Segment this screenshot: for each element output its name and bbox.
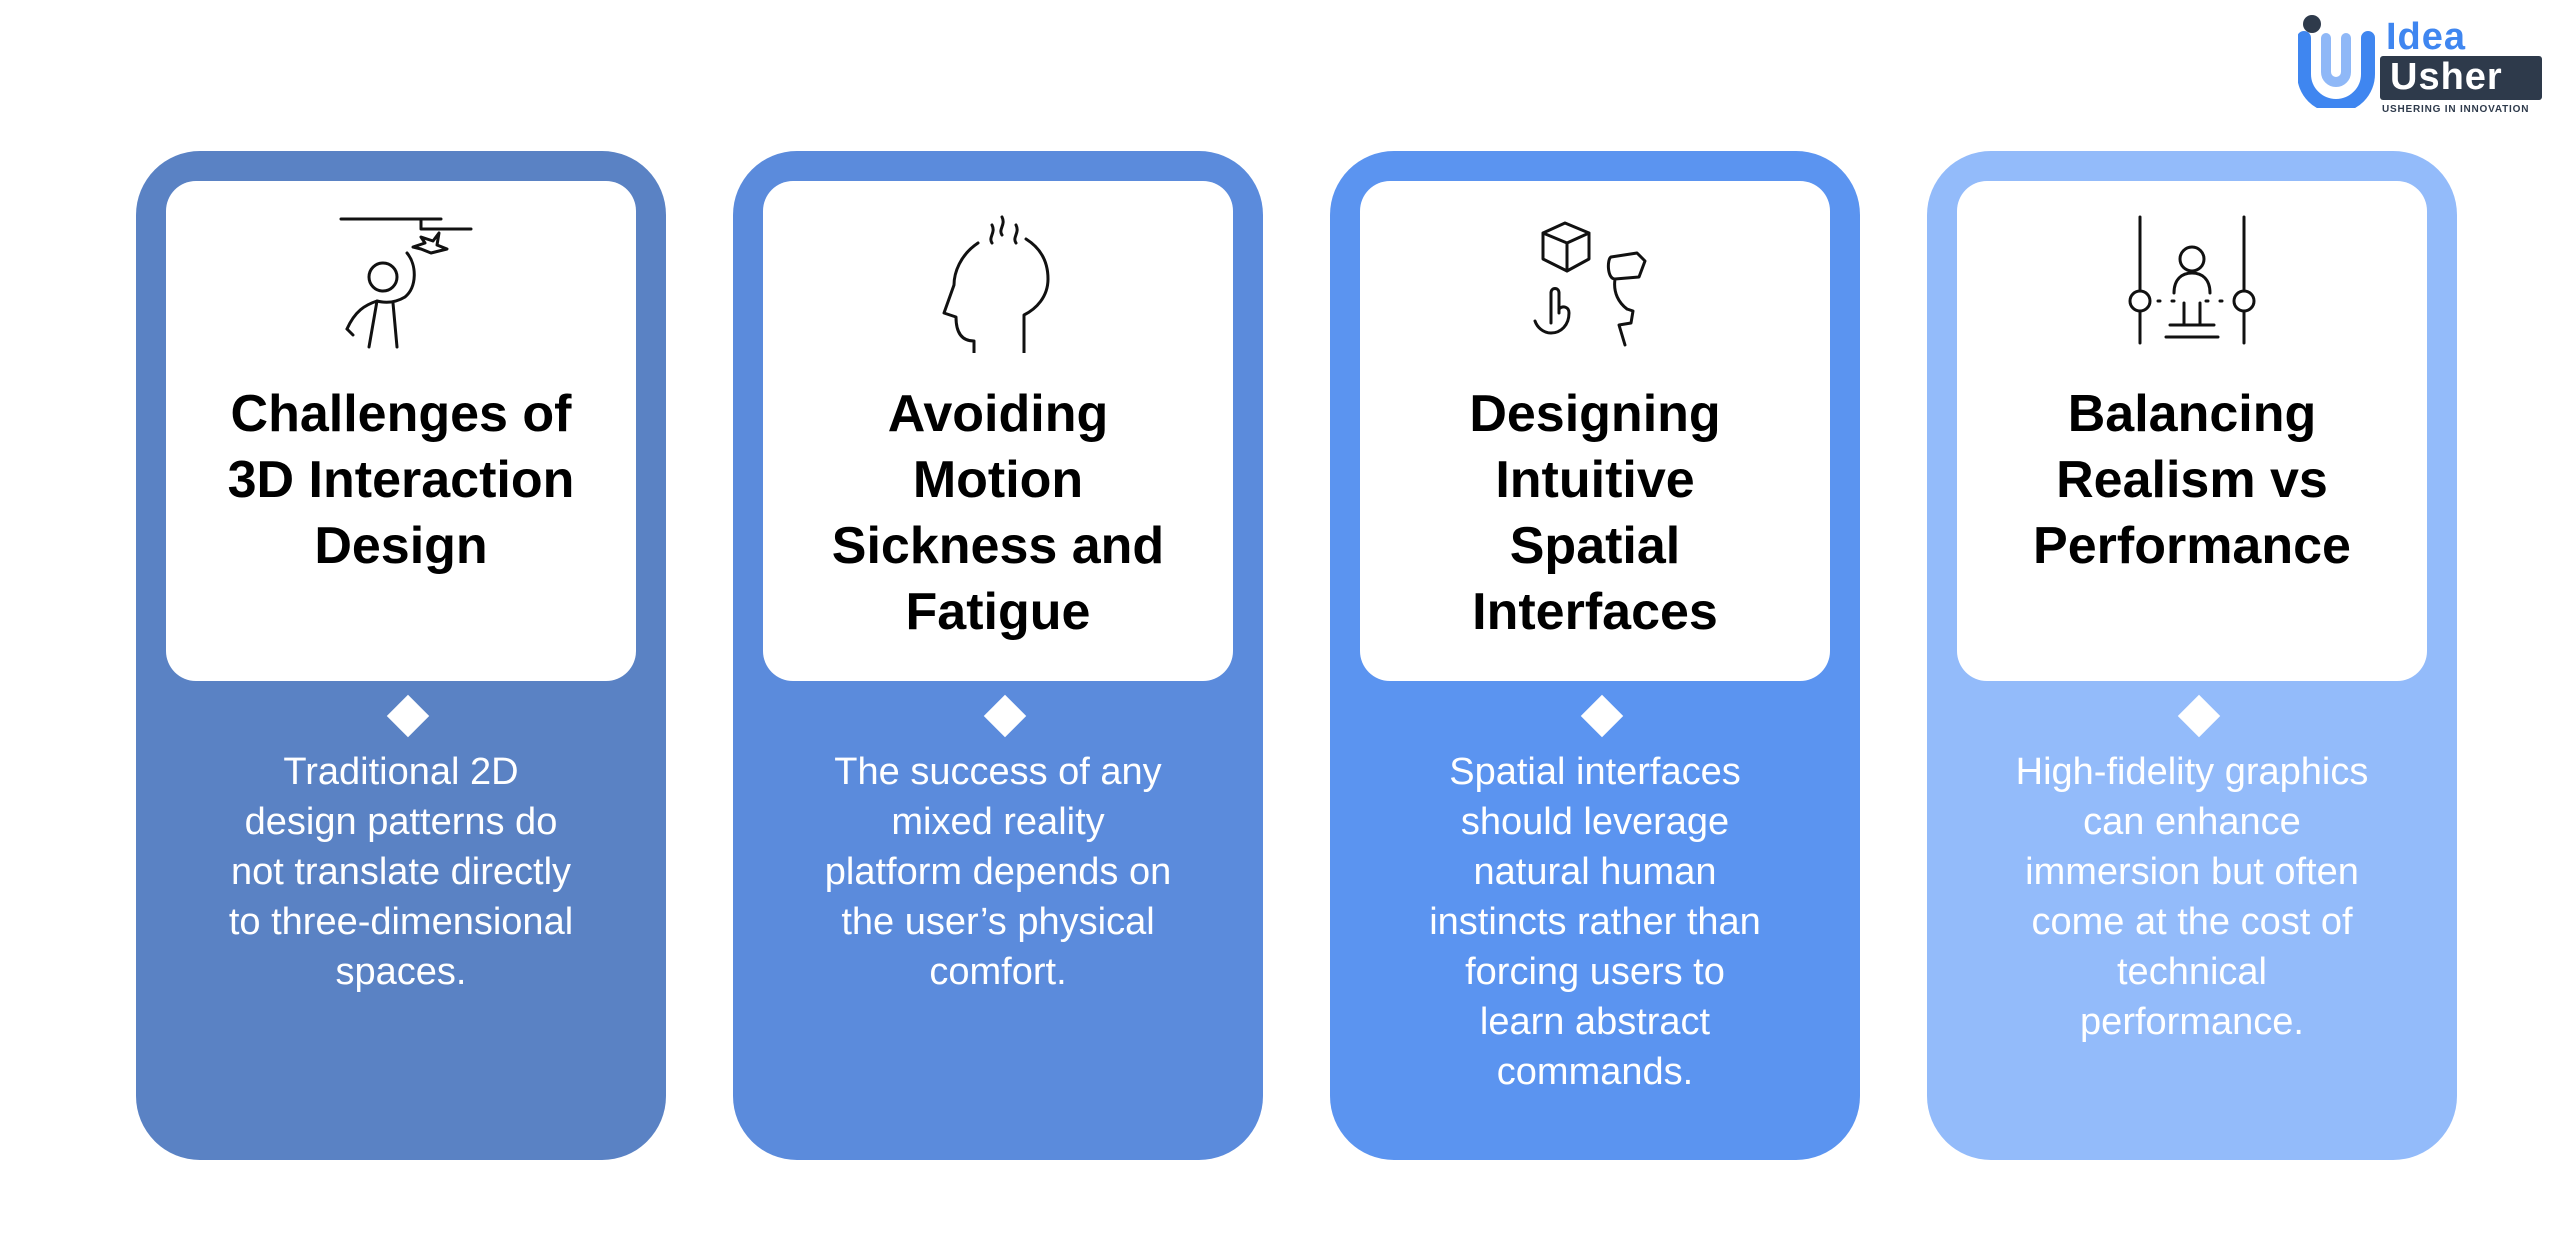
card-header-box: Balancing Realism vs Performance <box>1957 181 2427 738</box>
brand-logo: Idea Usher USHERING IN INNOVATION <box>2298 12 2544 115</box>
card-3d-interaction: Challenges of 3D Interaction Design Trad… <box>136 151 666 1160</box>
person-reaching-icon <box>339 217 473 349</box>
card-description: The success of any mixed reality platfor… <box>824 751 1172 993</box>
card-description: Traditional 2D design patterns do not tr… <box>228 751 574 993</box>
card-title: Balancing Realism vs Performance <box>2033 385 2351 575</box>
card-pointer <box>1580 694 1624 738</box>
card-title: Designing Intuitive Spatial Interfaces <box>1469 385 1721 641</box>
card-header-box: Challenges of 3D Interaction Design <box>166 181 636 738</box>
card-description: High-fidelity graphics can enhance immer… <box>2015 751 2369 1043</box>
vr-headset-cube-icon <box>1533 221 1647 347</box>
card-description: Spatial interfaces should leverage natur… <box>1429 751 1761 1093</box>
card-title: Challenges of 3D Interaction Design <box>227 385 575 575</box>
card-spatial-interfaces: Designing Intuitive Spatial Interfaces S… <box>1330 151 1860 1160</box>
idea-usher-logo-icon <box>2298 15 2375 108</box>
card-realism-performance: Balancing Realism vs Performance High-fi… <box>1927 151 2457 1160</box>
card-pointer <box>386 694 430 738</box>
card-motion-sickness: Avoiding Motion Sickness and Fatigue The… <box>733 151 1263 1160</box>
head-dizzy-icon <box>942 215 1050 353</box>
card-header-box: Avoiding Motion Sickness and Fatigue <box>763 181 1233 738</box>
logo-word-usher: Usher <box>2390 56 2503 98</box>
logo-tagline: USHERING IN INNOVATION <box>2382 104 2530 115</box>
card-header-box: Designing Intuitive Spatial Interfaces <box>1360 181 1830 738</box>
card-pointer <box>2177 694 2221 738</box>
card-title: Avoiding Motion Sickness and Fatigue <box>831 385 1165 641</box>
logo-usher-box <box>2380 56 2542 100</box>
logo-word-idea: Idea <box>2386 16 2467 58</box>
balance-performance-icon <box>2128 215 2256 345</box>
card-pointer <box>983 694 1027 738</box>
